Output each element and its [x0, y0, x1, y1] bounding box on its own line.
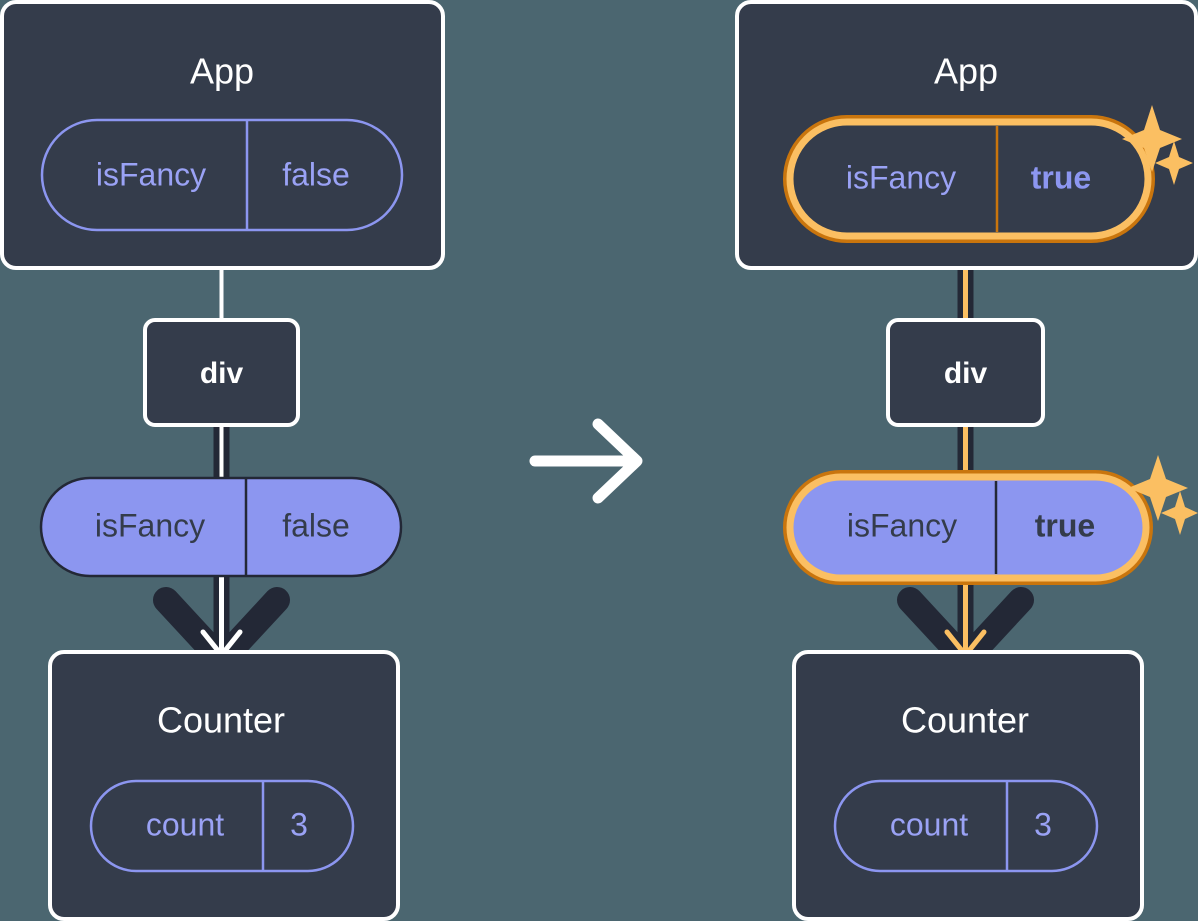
before-counter-state-value: 3 [290, 806, 308, 842]
after-app-state-highlight-inner [786, 118, 1152, 240]
before-app-title: App [190, 51, 254, 92]
after-app-title: App [934, 51, 998, 92]
before-prop-value: false [282, 507, 350, 543]
before-counter-title: Counter [157, 700, 285, 741]
before-counter-state-name: count [146, 806, 224, 842]
after-prop-highlight-inner [786, 473, 1150, 582]
before-div-label: div [200, 357, 244, 390]
before-app-box[interactable] [0, 0, 445, 270]
before-app-state-pill[interactable]: isFancy false [40, 118, 404, 232]
after-prop-value: true [1035, 507, 1095, 543]
after-app-state-name: isFancy [846, 159, 956, 195]
after-prop-sparkle-icon [1128, 455, 1198, 535]
after-counter-title: Counter [901, 700, 1029, 741]
after-div-box[interactable] [886, 318, 1045, 427]
after-app-state-value: true [1031, 159, 1091, 195]
after-counter-box[interactable] [792, 650, 1144, 921]
after-counter-state-value: 3 [1034, 806, 1052, 842]
before-counter-state-pill[interactable]: count 3 [89, 779, 355, 873]
transition-arrow-right-icon [529, 418, 643, 504]
before-div-box[interactable] [143, 318, 300, 427]
before-prop-name: isFancy [95, 507, 205, 543]
after-app-sparkle-icon [1122, 105, 1193, 185]
after-counter-state-name: count [890, 806, 968, 842]
after-app-state-pill[interactable]: isFancy true [783, 115, 1155, 243]
before-app-state-value: false [282, 156, 350, 192]
after-div-label: div [944, 357, 988, 390]
before-prop-pill[interactable]: isFancy false [39, 476, 403, 578]
after-prop-name: isFancy [847, 507, 957, 543]
after-prop-pill[interactable]: isFancy true [783, 470, 1153, 585]
before-counter-box[interactable] [48, 650, 400, 921]
before-app-state-name: isFancy [96, 156, 206, 192]
after-counter-state-pill[interactable]: count 3 [833, 779, 1099, 873]
